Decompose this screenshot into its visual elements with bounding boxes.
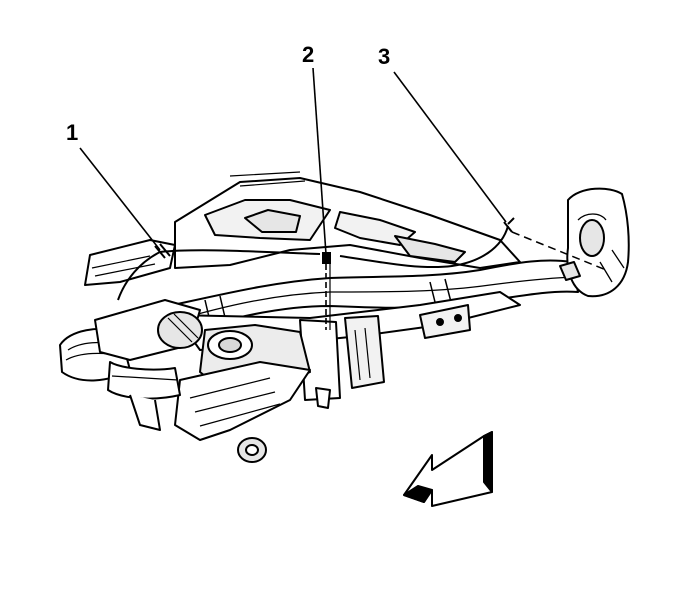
callout-leaders <box>79 67 507 255</box>
callout-leader-1 <box>79 147 161 251</box>
center-fastener <box>322 252 331 330</box>
callout-label-1: 1 <box>66 120 78 145</box>
rear-suspension-assembly <box>59 299 203 431</box>
rear-frame <box>174 291 521 463</box>
alignment-line <box>511 231 607 271</box>
muffler <box>559 187 630 298</box>
callout-label-3: 3 <box>378 44 390 69</box>
fuel-filler-harness <box>339 217 515 269</box>
callout-label-2: 2 <box>302 42 314 67</box>
callout-leader-2 <box>312 67 327 255</box>
floor-pan <box>84 171 521 286</box>
callout-leader-3 <box>393 71 507 223</box>
front-direction-arrow-icon <box>403 431 493 507</box>
wire-harness <box>117 243 321 301</box>
